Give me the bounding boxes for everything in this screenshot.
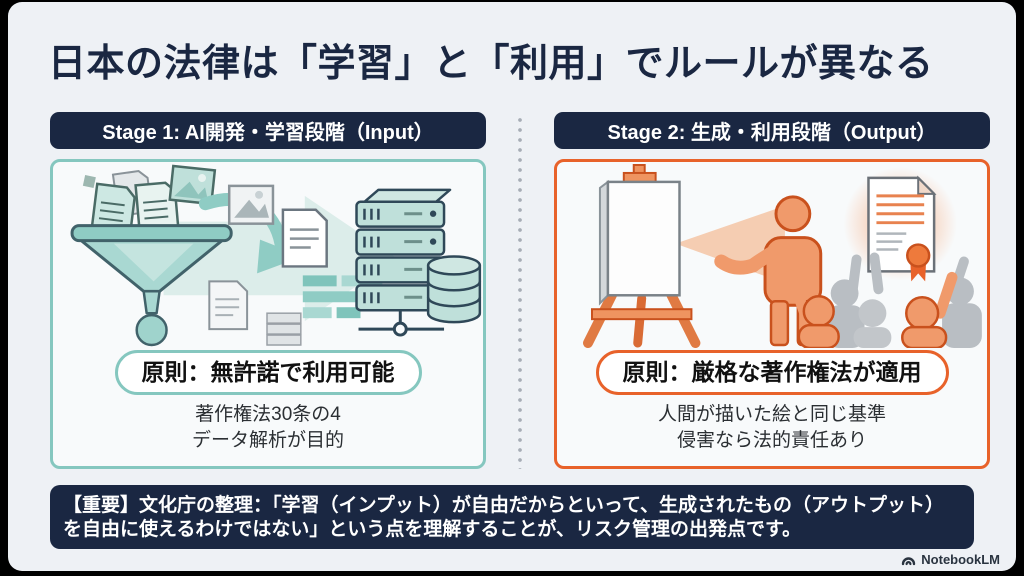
stage1-detail-line: 著作権法30条の4 bbox=[195, 403, 341, 425]
certificate-document-icon bbox=[843, 166, 957, 282]
branding-label: NotebookLM bbox=[921, 552, 1000, 567]
stage2-panel: 原則：厳格な著作権法が適用 人間が描いた絵と同じ基準 侵害なら法的責任あり bbox=[554, 159, 990, 469]
stage1-header: Stage 1: AI開発・学習段階（Input） bbox=[50, 112, 486, 149]
image-thumbnail-icon bbox=[227, 184, 275, 225]
server-rack-icon bbox=[355, 188, 452, 337]
stage2-principle-pill: 原則：厳格な著作権法が適用 bbox=[595, 350, 949, 395]
important-note-banner: 【重要】文化庁の整理：「学習（インプット）が自由だからといって、生成されたもの（… bbox=[50, 485, 974, 549]
stage2-details: 人間が描いた絵と同じ基準 侵害なら法的責任あり bbox=[557, 402, 987, 454]
mini-server-icon bbox=[266, 312, 302, 346]
important-note-line: を自由に使えるわけではない」という点を理解することが、リスク管理の出発点です。 bbox=[63, 519, 802, 540]
document-icon bbox=[208, 280, 249, 331]
documents-icon bbox=[82, 164, 217, 239]
stage1-principle-pill: 原則：無許諾で利用可能 bbox=[114, 350, 422, 395]
generation-usage-illustration bbox=[583, 164, 982, 348]
dotted-divider bbox=[518, 115, 522, 469]
funnel-icon bbox=[70, 224, 233, 347]
slide-frame: 日本の法律は「学習」と「利用」でルールが異なる Stage 1: AI開発・学習… bbox=[8, 2, 1016, 571]
stage1-details: 著作権法30条の4 データ解析が目的 bbox=[53, 402, 483, 454]
audience-crowd-icon bbox=[785, 252, 982, 348]
stage1-column: Stage 1: AI開発・学習段階（Input） bbox=[50, 112, 486, 469]
artist-person-icon bbox=[714, 195, 823, 347]
stage1-detail-line: データ解析が目的 bbox=[191, 429, 344, 451]
image-thumbnail-icon bbox=[168, 164, 217, 206]
stage1-panel: 原則：無許諾で利用可能 著作権法30条の4 データ解析が目的 bbox=[50, 159, 486, 469]
document-icon bbox=[281, 208, 328, 268]
stage2-detail-line: 侵害なら法的責任あり bbox=[676, 429, 867, 451]
stage2-header: Stage 2: 生成・利用段階（Output） bbox=[554, 112, 990, 149]
branding: NotebookLM bbox=[901, 552, 1000, 567]
data-ingestion-illustration bbox=[70, 164, 482, 347]
stage2-detail-line: 人間が描いた絵と同じ基準 bbox=[657, 403, 886, 425]
database-icon bbox=[426, 255, 482, 324]
easel-canvas-icon bbox=[583, 164, 701, 348]
stage2-column: Stage 2: 生成・利用段階（Output） bbox=[554, 112, 990, 469]
important-note-line: 【重要】文化庁の整理：「学習（インプット）が自由だからといって、生成されたもの（… bbox=[63, 495, 945, 516]
page-title: 日本の法律は「学習」と「利用」でルールが異なる bbox=[48, 43, 934, 85]
notebooklm-logo-icon bbox=[902, 557, 916, 566]
